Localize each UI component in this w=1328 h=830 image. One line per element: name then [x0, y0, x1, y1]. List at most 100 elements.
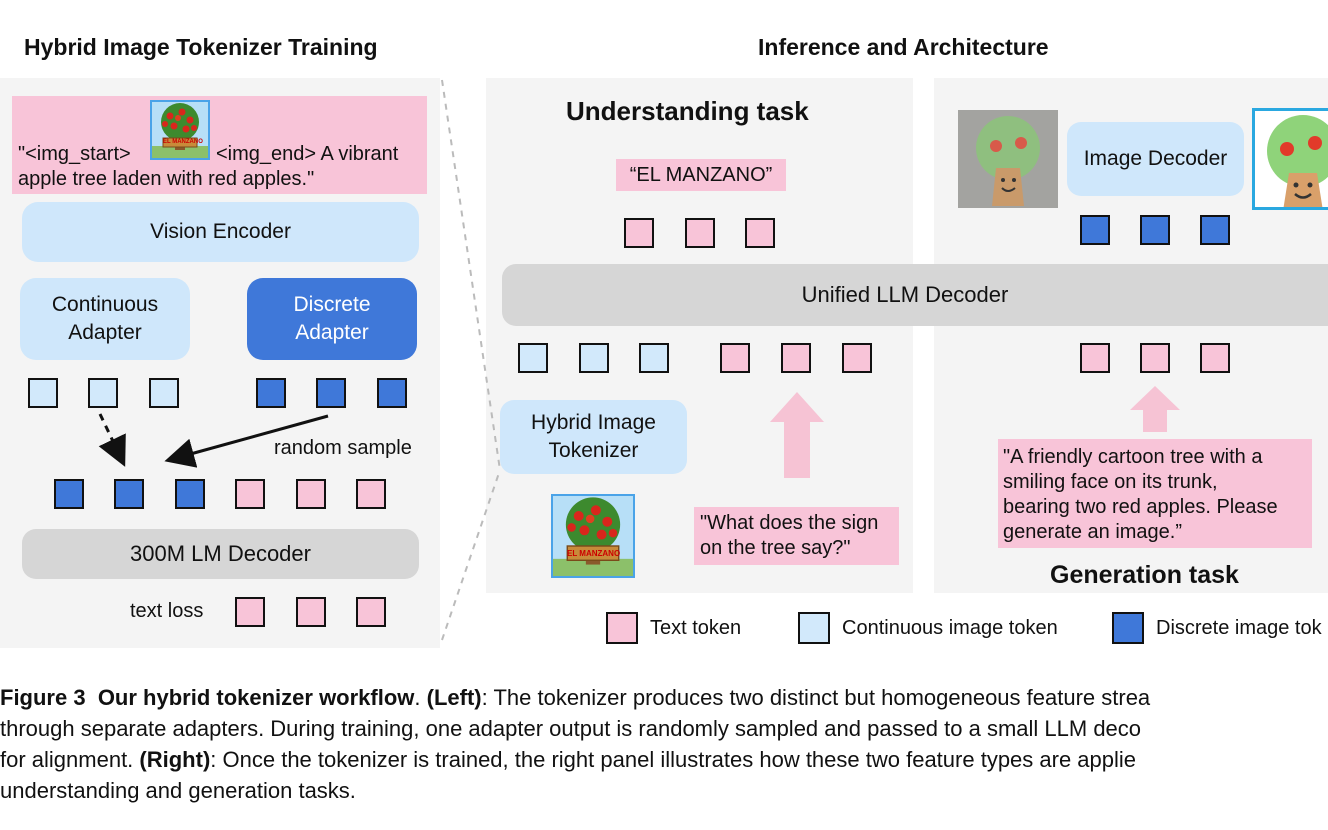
up-arrow-icon [1130, 386, 1180, 432]
caption-right-tag: (Right) [139, 747, 211, 772]
vision-encoder-box: Vision Encoder [22, 202, 419, 262]
lm-decoder-label: 300M LM Decoder [130, 541, 311, 566]
discrete-token [377, 378, 407, 408]
training-prompt-box [12, 96, 427, 194]
gen-prompt-line1: "A friendly cartoon tree with a [1003, 446, 1263, 468]
gen-prompt-line3: bearing two red apples. Please [1003, 496, 1278, 518]
prompt-img-end: <img_end> A vibrant [216, 143, 399, 165]
text-token [1200, 343, 1230, 373]
discrete-token [1140, 215, 1170, 245]
continuous-adapter-line2: Adapter [68, 321, 142, 344]
apple-tree-image: EL MANZANO [551, 494, 635, 578]
cartoon-tree-icon [1267, 115, 1328, 207]
discrete-token [256, 378, 286, 408]
legend-discrete-swatch [1112, 612, 1144, 644]
continuous-adapter-line1: Continuous [51, 293, 159, 316]
question-line2: on the tree say?" [700, 537, 851, 559]
answer-text: “EL MANZANO” [629, 163, 773, 186]
continuous-token [88, 378, 118, 408]
legend-text-token-label: Text token [650, 617, 742, 639]
discrete-adapter-line1: Discrete [293, 293, 371, 316]
continuous-token [149, 378, 179, 408]
caption-line4: understanding and generation tasks. [0, 778, 356, 803]
gen-prompt-line4: generate an image.” [1003, 521, 1183, 543]
lm-decoder-box: 300M LM Decoder [22, 529, 419, 579]
understanding-task-title: Understanding task [566, 96, 809, 126]
discrete-token [114, 479, 144, 509]
continuous-token [518, 343, 548, 373]
continuous-token [639, 343, 669, 373]
dashed-arrow [98, 413, 126, 467]
caption-line3: for alignment. (Right): Once the tokeniz… [0, 744, 1328, 775]
text-token [1140, 343, 1170, 373]
hybrid-tokenizer-line2: Tokenizer [548, 439, 639, 462]
left-panel-title: Hybrid Image Tokenizer Training [24, 34, 378, 60]
caption-line1-rest: : The tokenizer produces two distinct bu… [481, 685, 1151, 710]
text-token [685, 218, 715, 248]
text-token [720, 343, 750, 373]
discrete-token [54, 479, 84, 509]
unified-llm-decoder-label: Unified LLM Decoder [801, 282, 1009, 307]
vision-encoder-label: Vision Encoder [150, 220, 291, 243]
discrete-token [175, 479, 205, 509]
generated-image [1252, 108, 1328, 210]
prompt-line-2: apple tree laden with red apples." [18, 168, 315, 190]
text-token [624, 218, 654, 248]
noisy-generated-image [958, 110, 1058, 208]
unified-llm-decoder-box: Unified LLM Decoder [502, 264, 1328, 326]
text-token [842, 343, 872, 373]
text-token [356, 479, 386, 509]
sign-text-small: EL MANZANO [163, 139, 203, 145]
legend-discrete-label: Discrete image tok [1156, 617, 1322, 639]
text-token [296, 479, 326, 509]
up-arrow-icon [770, 392, 824, 478]
discrete-token [1080, 215, 1110, 245]
sampling-arrows [98, 413, 329, 468]
text-token [296, 597, 326, 627]
caption-line1: Figure 3 Our hybrid tokenizer workflow. … [0, 685, 1151, 710]
text-token [356, 597, 386, 627]
text-token [1080, 343, 1110, 373]
random-sample-label: random sample [274, 437, 412, 459]
figure-caption: Figure 3 Our hybrid tokenizer workflow. … [0, 682, 1328, 806]
sign-text: EL MANZANO [567, 549, 621, 558]
discrete-token [316, 378, 346, 408]
answer-box: “EL MANZANO” [616, 159, 786, 191]
generation-task-title: Generation task [1050, 561, 1239, 589]
legend-continuous-label: Continuous image token [842, 617, 1058, 639]
generation-prompt-box: "A friendly cartoon tree with a smiling … [998, 439, 1312, 548]
discrete-token [1200, 215, 1230, 245]
question-box: "What does the sign on the tree say?" [694, 507, 899, 565]
hybrid-tokenizer-line1: Hybrid Image [531, 411, 656, 434]
text-token [235, 597, 265, 627]
caption-line2: through separate adapters. During traini… [0, 716, 1142, 741]
caption-left-tag: (Left) [426, 685, 482, 710]
text-token [235, 479, 265, 509]
gen-prompt-line2: smiling face on its trunk, [1003, 471, 1218, 493]
zoom-lines [441, 79, 501, 641]
text-token [781, 343, 811, 373]
legend-continuous-swatch [798, 612, 830, 644]
continuous-token [28, 378, 58, 408]
continuous-token [579, 343, 609, 373]
apple-tree-image-thumb: EL MANZANO [150, 100, 210, 160]
apple-tree-icon [152, 102, 208, 158]
cartoon-tree-icon [958, 110, 1058, 208]
random-sample-arrow [164, 414, 329, 468]
caption-line3-rest: : Once the tokenizer is trained, the rig… [210, 747, 1137, 772]
right-panel-title: Inference and Architecture [758, 34, 1049, 60]
legend-text-token-swatch [606, 612, 638, 644]
prompt-img-start: "<img_start> [18, 143, 131, 165]
image-decoder-box: Image Decoder [1067, 122, 1244, 196]
text-token [745, 218, 775, 248]
text-loss-label: text loss [130, 600, 204, 622]
image-decoder-label: Image Decoder [1083, 147, 1228, 170]
caption-title: Our hybrid tokenizer workflow [97, 685, 415, 710]
question-line1: "What does the sign [700, 512, 879, 534]
discrete-adapter-line2: Adapter [295, 321, 369, 344]
caption-line3-start: for alignment. [0, 747, 134, 772]
caption-label: Figure 3 [0, 685, 86, 710]
